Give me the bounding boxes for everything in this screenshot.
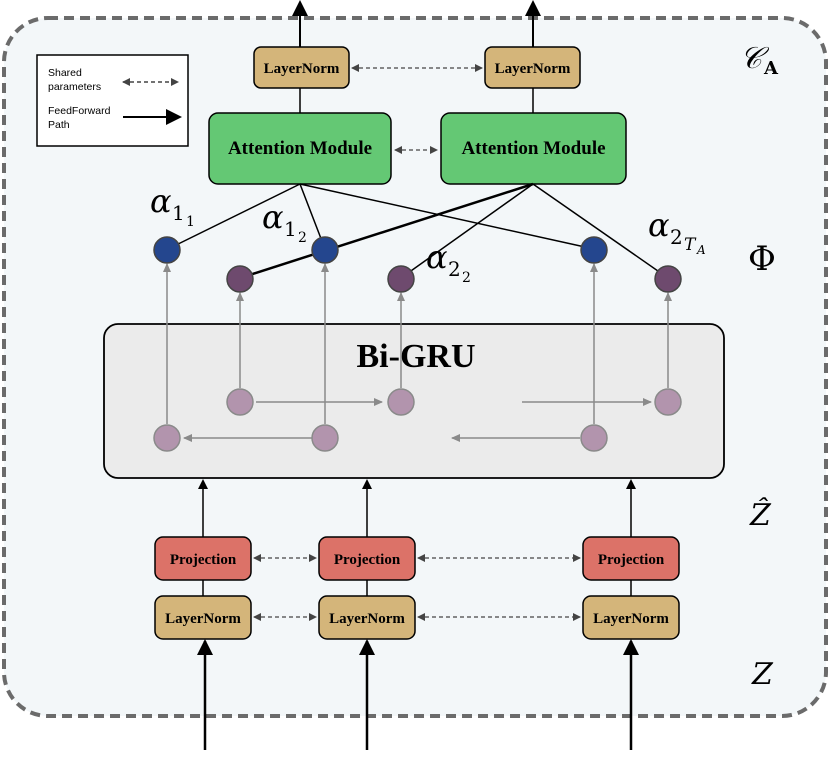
bigru-internal-connections: [163, 263, 672, 442]
svg-text:1: 1: [284, 217, 297, 241]
legend-shared-label-2: parameters: [48, 81, 101, 93]
legend-feedforward-label-1: FeedForward: [48, 105, 111, 117]
attention-module-right-label: Attention Module: [461, 138, 605, 159]
top-layernorm-right-label: LayerNorm: [495, 61, 571, 77]
attention-module-left-label: Attention Module: [228, 138, 372, 159]
phi-output-nodes: [153, 236, 682, 293]
top-layernorm-left-label: LayerNorm: [264, 61, 340, 77]
bigru-title: Bi-GRU: [357, 338, 476, 375]
gru-backward-node-3: [580, 424, 608, 452]
gru-backward-node-1: [153, 424, 181, 452]
bottom-layernorm-1-label: LayerNorm: [165, 611, 241, 627]
svg-text:A: A: [696, 243, 706, 257]
alpha-1-2-label: α 1 2: [262, 198, 307, 246]
zhat-label: Ẑ: [749, 497, 772, 533]
alpha-2-2-label: α 2 2: [426, 238, 471, 286]
projection-3-label: Projection: [598, 552, 665, 568]
bottom-layernorm-3-label: LayerNorm: [593, 611, 669, 627]
legend-feedforward-label-2: Path: [48, 119, 70, 131]
phi-node-forward-1: [226, 265, 254, 293]
svg-text:2: 2: [448, 257, 461, 281]
phi-node-forward-3: [654, 265, 682, 293]
svg-text:2: 2: [462, 270, 471, 286]
legend-box: Shared parameters FeedForward Path: [36, 54, 189, 147]
gru-backward-node-2: [311, 424, 339, 452]
gru-forward-node-2: [387, 388, 415, 416]
svg-text:1: 1: [186, 214, 195, 230]
top-layernorm-left: [253, 46, 350, 89]
alpha-2-TA-label: α 2 T A: [648, 206, 706, 257]
phi-node-backward-3: [580, 236, 608, 264]
svg-text:1: 1: [172, 201, 185, 225]
svg-text:α: α: [150, 182, 172, 220]
phi-node-forward-2: [387, 265, 415, 293]
phi-node-backward-1: [153, 236, 181, 264]
svg-text:T: T: [684, 235, 697, 255]
legend-shared-label-1: Shared: [48, 67, 82, 79]
bottom-layernorm-2-label: LayerNorm: [329, 611, 405, 627]
svg-text:α: α: [648, 206, 670, 244]
phi-label: Φ: [748, 239, 776, 279]
svg-text:α: α: [262, 198, 284, 236]
alpha-1-1-label: α 1 1: [150, 182, 195, 230]
gru-forward-node-1: [226, 388, 254, 416]
bigru-hidden-nodes: [153, 388, 682, 452]
phi-node-backward-2: [311, 236, 339, 264]
attention-right-weights: [239, 182, 669, 280]
svg-text:2: 2: [670, 225, 683, 249]
projection-2-label: Projection: [334, 552, 401, 568]
svg-text:α: α: [426, 238, 448, 276]
module-label-ca-sub: A: [763, 58, 779, 79]
projection-1-label: Projection: [170, 552, 237, 568]
z-label: Z: [751, 657, 774, 692]
svg-text:2: 2: [298, 230, 307, 246]
gru-forward-node-3: [654, 388, 682, 416]
